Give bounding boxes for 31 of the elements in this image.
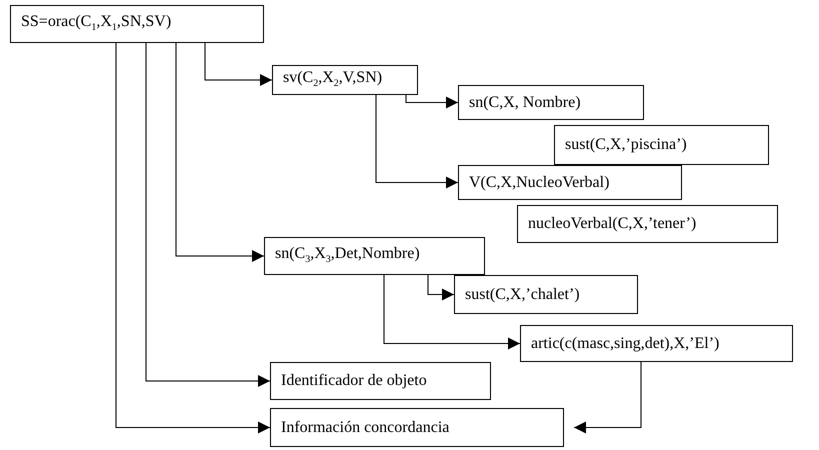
term-box bbox=[270, 362, 491, 400]
arrow bbox=[116, 42, 270, 434]
arrow bbox=[384, 274, 520, 350]
arrow bbox=[204, 42, 272, 86]
term-label: Identificador de objeto bbox=[281, 373, 427, 389]
term-label: sn(C,X, Nombre) bbox=[469, 94, 581, 110]
arrow bbox=[574, 362, 642, 434]
arrow bbox=[176, 42, 264, 262]
arrow bbox=[376, 94, 458, 188]
term-label: artic(c(masc,sing,det),X,’El’) bbox=[531, 336, 720, 352]
term-box bbox=[264, 237, 485, 275]
term-label: sust(C,X,’piscina’) bbox=[565, 137, 687, 153]
term-box bbox=[458, 165, 682, 200]
term-box bbox=[10, 5, 264, 43]
arrow bbox=[146, 42, 270, 387]
term-label: nucleoVerbal(C,X,’tener’) bbox=[528, 216, 696, 232]
term-box bbox=[517, 205, 778, 243]
term-label: sust(C,X,’chalet’) bbox=[465, 286, 580, 302]
term-box bbox=[272, 65, 418, 95]
term-label: sn(C$_{3}$,X$_{3}$,Det,Nombre) bbox=[275, 246, 420, 266]
term-box bbox=[270, 408, 564, 447]
term-box bbox=[458, 85, 644, 120]
term-label: SS=orac(C$_{1}$,X$_{1}$,SN,SV) bbox=[21, 14, 172, 34]
term-label: sv(C$_{2}$,X$_{2}$,V,SN) bbox=[283, 70, 382, 90]
term-box bbox=[454, 275, 638, 314]
term-label: Información concordancia bbox=[281, 420, 450, 436]
term-box bbox=[554, 125, 769, 165]
arrow bbox=[406, 94, 458, 108]
arrow bbox=[428, 274, 454, 300]
term-box bbox=[520, 325, 793, 362]
term-label: V(C,X,NucleoVerbal) bbox=[469, 174, 610, 190]
